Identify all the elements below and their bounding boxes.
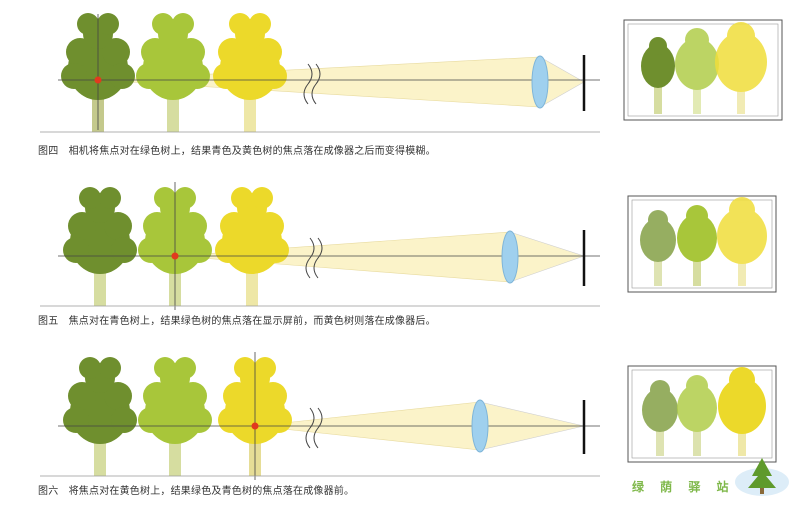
lens: [471, 399, 489, 453]
converging-cone: [509, 231, 585, 283]
distance-break-mark: [303, 63, 321, 105]
panel-2-illustration: [40, 182, 777, 310]
panel-3-illustration: [40, 352, 777, 480]
panel-3-caption: 图六 将焦点对在黄色树上，结果绿色及青色树的焦点落在成像器前。: [38, 486, 355, 497]
panel-1-caption: 图四 相机将焦点对在绿色树上，结果青色及黄色树的焦点落在成像器之后而变得模糊。: [38, 146, 436, 157]
light-green-tree: [138, 357, 212, 476]
dark-green-tree: [63, 187, 137, 306]
light-green-tree: [136, 13, 210, 132]
preview-yellow-tree: [717, 197, 767, 286]
dark-green-tree: [61, 13, 135, 132]
yellow-tree: [215, 187, 289, 306]
focus-point-dot: [94, 76, 102, 84]
preview-light-green-tree: [677, 375, 717, 456]
preview-frame: [627, 365, 777, 463]
watermark-text: 绿 荫 驿 站: [632, 480, 735, 494]
distance-break-mark: [305, 237, 323, 279]
preview-dark-green-tree: [640, 210, 676, 286]
preview-yellow-tree: [715, 22, 767, 114]
panel-2-caption: 图五 焦点对在青色树上，结果绿色树的焦点落在显示屏前，而黄色树则落在成像器后。: [38, 316, 436, 327]
lens: [531, 55, 549, 109]
preview-light-green-tree: [675, 28, 719, 114]
lens: [501, 230, 519, 284]
diagram-panel-1: 图四 相机将焦点对在绿色树上，结果青色及黄色树的焦点落在成像器之后而变得模糊。: [0, 0, 796, 165]
preview-dark-green-tree: [642, 380, 678, 456]
yellow-tree: [213, 13, 287, 132]
diagram-panel-3: 图六 将焦点对在黄色树上，结果绿色及青色树的焦点落在成像器前。: [0, 340, 796, 505]
preview-dark-green-tree: [641, 37, 675, 114]
panel-1-illustration: [40, 13, 783, 133]
diagram-panel-2: 图五 焦点对在青色树上，结果绿色树的焦点落在显示屏前，而黄色树则落在成像器后。: [0, 170, 796, 335]
preview-yellow-tree: [718, 367, 766, 456]
focus-point-dot: [251, 422, 259, 430]
focus-point-dot: [171, 252, 179, 260]
distance-break-mark: [305, 407, 323, 449]
light-green-tree: [138, 187, 212, 306]
dark-green-tree: [63, 357, 137, 476]
watermark-logo-icon: [735, 458, 789, 496]
preview-frame: [623, 19, 783, 121]
preview-light-green-tree: [677, 205, 717, 286]
preview-frame: [627, 195, 777, 293]
